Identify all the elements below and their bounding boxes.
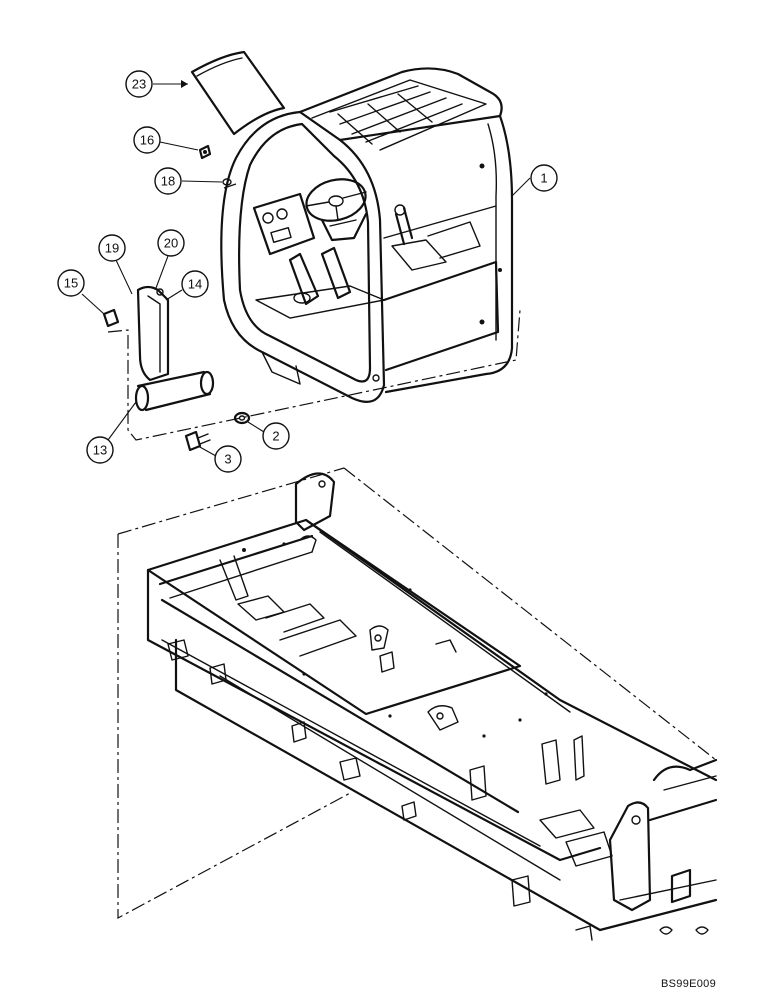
callout-1: 1 (511, 164, 558, 197)
part-2-washer (233, 411, 251, 425)
callout-2: 2 (247, 421, 290, 450)
part-15-bolt (102, 308, 120, 328)
callout-20: 20 (155, 229, 185, 289)
callout-14-label: 14 (188, 277, 202, 292)
callout-15-label: 15 (64, 276, 78, 291)
callout-13-label: 13 (93, 443, 107, 458)
callout-13: 13 (86, 401, 137, 464)
assembly-lines-upper (107, 183, 521, 441)
callout-19: 19 (98, 234, 133, 295)
callout-3-label: 3 (224, 452, 231, 467)
callout-1-label: 1 (540, 171, 547, 186)
callout-14: 14 (165, 270, 209, 301)
callout-2-label: 2 (272, 429, 279, 444)
part-23-cover-plate (190, 50, 286, 136)
drawing-code: BS99E009 (661, 978, 716, 990)
part-13-tube (134, 370, 215, 412)
main-frame-chassis (117, 467, 718, 941)
part-16-bolt (198, 144, 212, 160)
callout-19-label: 19 (105, 241, 119, 256)
callout-15: 15 (57, 269, 105, 315)
callout-16: 16 (133, 126, 199, 154)
callout-18: 18 (154, 167, 223, 195)
part-3-bolt (184, 430, 211, 452)
part-19-20-bracket (136, 285, 170, 382)
part-1-operator-cab (220, 67, 514, 403)
callout-18-label: 18 (161, 174, 175, 189)
callout-20-label: 20 (164, 236, 178, 251)
callout-3: 3 (197, 445, 242, 473)
callout-23-label: 23 (132, 77, 146, 92)
callout-16-label: 16 (140, 133, 154, 148)
callout-23: 23 (125, 70, 188, 98)
